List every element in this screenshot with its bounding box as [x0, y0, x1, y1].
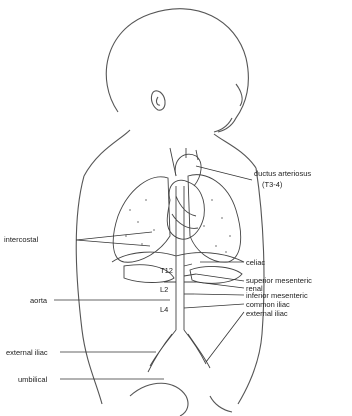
- external-iliac-left-label: external iliac: [6, 348, 48, 357]
- coeliac-label: celiac: [246, 258, 265, 267]
- intercostal-label: intercostal: [4, 235, 39, 244]
- vertebra-t12-label: T12: [160, 266, 173, 275]
- common-iliac-label: common iliac: [246, 300, 290, 309]
- labels: ductus arteriosus (T3-4) intercostal cel…: [4, 169, 312, 384]
- umbilical-label: umbilical: [18, 375, 48, 384]
- aorta-label: aorta: [30, 296, 48, 305]
- aorta-vessels: [148, 148, 210, 372]
- inferior-mesenteric-label: inferior mesenteric: [246, 291, 308, 300]
- vertebra-l2-label: L2: [160, 285, 168, 294]
- heart: [167, 180, 204, 239]
- ductus-arteriosus-label: ductus arteriosus: [254, 169, 311, 178]
- lungs: [113, 175, 240, 263]
- leader-lines: [54, 166, 252, 379]
- ductus-level-label: (T3-4): [262, 180, 283, 189]
- vertebra-l4-label: L4: [160, 305, 168, 314]
- abdomen-organs: [112, 252, 244, 283]
- external-iliac-right-label: external iliac: [246, 309, 288, 318]
- baby-outline: [76, 9, 264, 416]
